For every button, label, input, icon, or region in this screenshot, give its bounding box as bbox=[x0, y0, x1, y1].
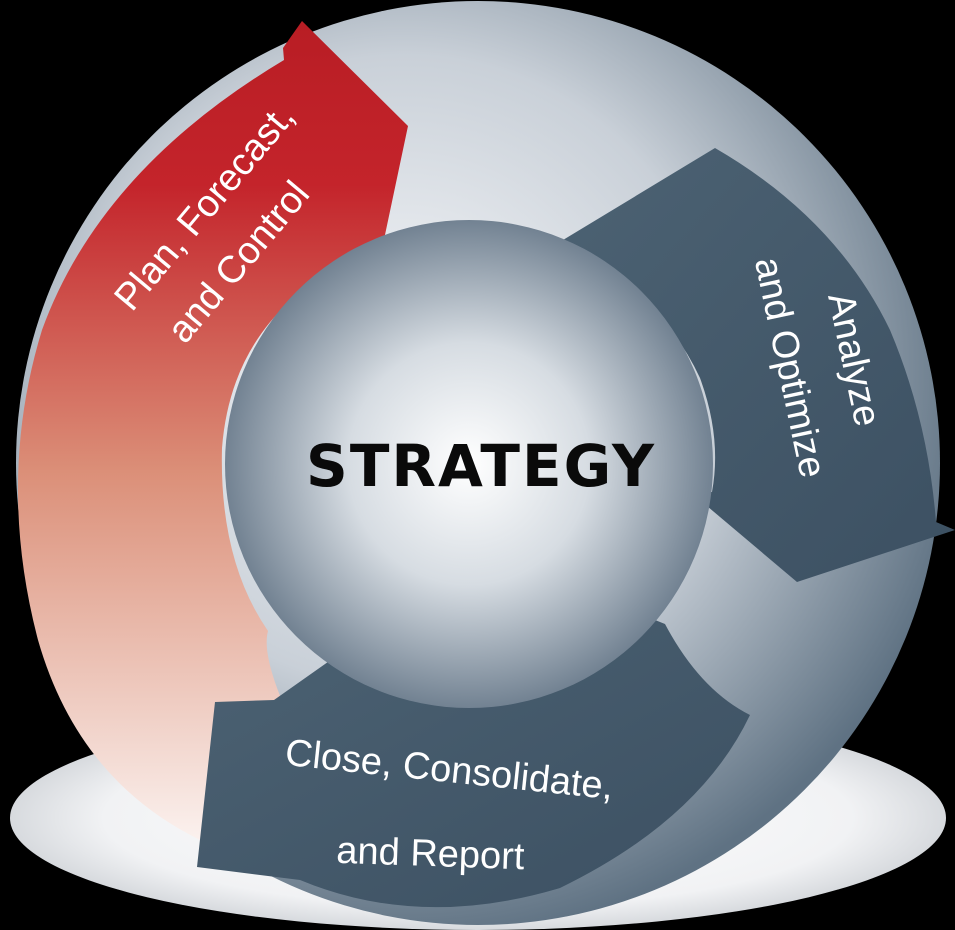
close-label-line2: and Report bbox=[336, 830, 526, 879]
close-arrow bbox=[197, 606, 750, 908]
strategy-core bbox=[225, 220, 713, 708]
center-label: STRATEGY bbox=[306, 432, 656, 500]
plan-arrow bbox=[17, 21, 408, 840]
analyze-arrow bbox=[563, 148, 955, 582]
